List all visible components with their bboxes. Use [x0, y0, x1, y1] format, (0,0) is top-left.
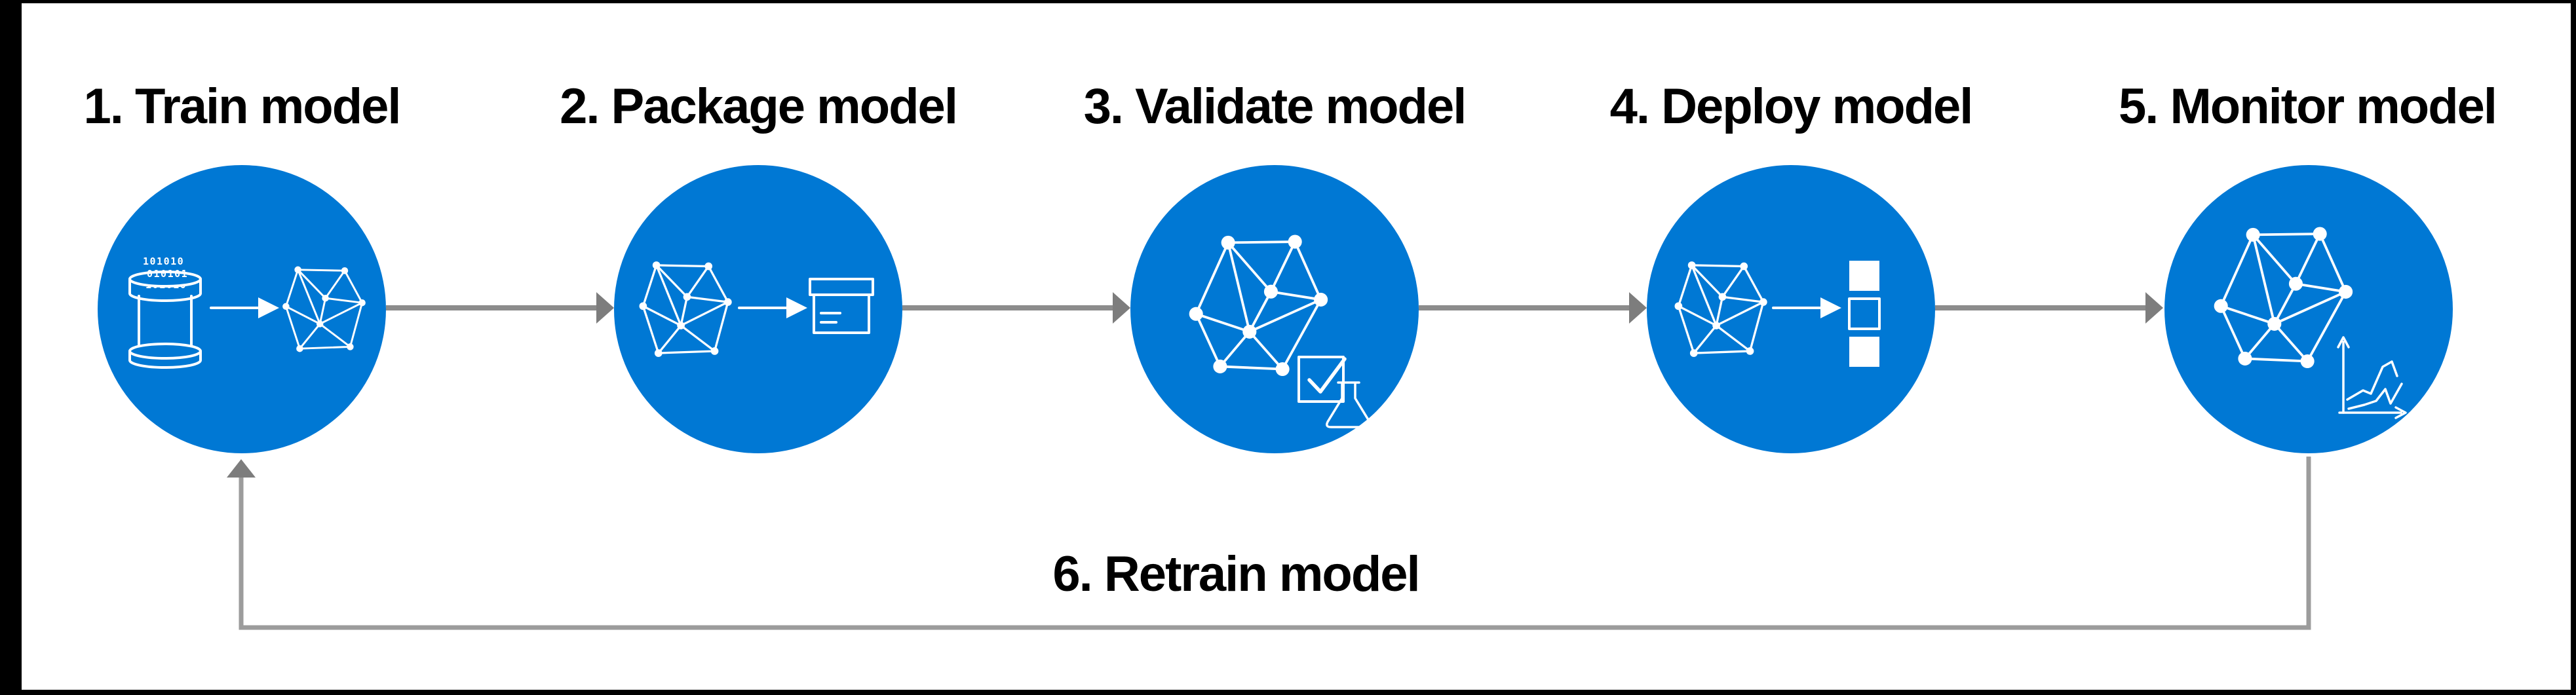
flask-icon — [1326, 381, 1372, 428]
stage-label-retrain: 6. Retrain model — [1052, 546, 1420, 602]
retrain-loop-arrow — [227, 457, 2311, 630]
metrics-chart-icon — [2337, 336, 2407, 419]
stage-label-monitor: 5. Monitor model — [2119, 79, 2497, 134]
svg-text:010101: 010101 — [147, 268, 188, 280]
stage-label-validate: 3. Validate model — [1083, 79, 1467, 134]
stage-label-package: 2. Package model — [560, 79, 958, 134]
binary-data-drum-icon: 101010 101010 010101 — [128, 255, 202, 369]
stage-circle-deploy — [1647, 165, 1935, 453]
stage-circle-monitor — [2164, 165, 2453, 453]
stage-circle-validate — [1130, 165, 1419, 453]
check-square-icon — [1298, 356, 1347, 403]
stage-label-deploy: 4. Deploy model — [1609, 79, 1974, 134]
stage-circle-train: 101010 101010 010101 — [98, 165, 386, 453]
svg-text:101010: 101010 — [143, 255, 184, 267]
stage-circle-package — [614, 165, 902, 453]
package-box-icon — [809, 278, 874, 334]
deployment-slots-icon — [1848, 261, 1881, 367]
stage-label-train: 1. Train model — [83, 79, 401, 134]
